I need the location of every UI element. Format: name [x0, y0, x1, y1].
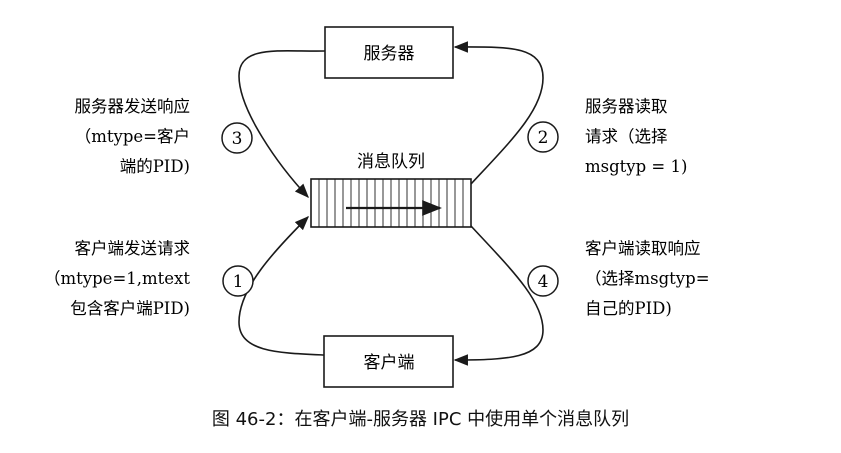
- step-1-line-1: 客户端发送请求: [75, 239, 191, 258]
- step-1: 1 客户端发送请求 （mtype=1,mtext 包含客户端PID): [44, 239, 254, 318]
- step-4-line-2: （选择msgtyp=: [585, 269, 710, 288]
- server-label: 服务器: [364, 44, 415, 64]
- step-2-line-1: 服务器读取: [585, 97, 668, 116]
- step-2-line-3: msgtyp = 1): [585, 157, 687, 176]
- step-2-line-2: 请求（选择: [585, 127, 668, 146]
- step-1-number: 1: [233, 272, 244, 292]
- flow-arrow-queue-to-client: [453, 225, 544, 366]
- client-label: 客户端: [364, 353, 415, 373]
- step-3: 3 服务器发送响应 （mtype=客户 端的PID): [75, 97, 253, 176]
- step-3-line-3: 端的PID): [120, 157, 190, 176]
- step-1-line-2: （mtype=1,mtext: [44, 269, 190, 288]
- flow-arrow-queue-to-server: [453, 41, 544, 185]
- flow-arrow-server-to-queue: [238, 50, 326, 199]
- step-3-number: 3: [232, 129, 243, 149]
- step-1-line-3: 包含客户端PID): [70, 299, 190, 318]
- client-box: 客户端: [323, 335, 454, 388]
- step-2: 2 服务器读取 请求（选择 msgtyp = 1): [527, 97, 687, 176]
- flow-arrow-client-to-queue: [238, 215, 325, 356]
- step-4-line-1: 客户端读取响应: [585, 239, 701, 258]
- server-box: 服务器: [324, 26, 454, 79]
- figure-caption: 图 46-2：在客户端-服务器 IPC 中使用单个消息队列: [211, 409, 630, 430]
- message-queue: 消息队列: [310, 152, 472, 228]
- step-4: 4 客户端读取响应 （选择msgtyp= 自己的PID): [527, 239, 710, 318]
- step-4-number: 4: [538, 272, 549, 292]
- queue-cells: [318, 179, 464, 227]
- step-3-line-1: 服务器发送响应: [75, 97, 191, 116]
- step-3-line-2: （mtype=客户: [75, 127, 190, 146]
- queue-label: 消息队列: [357, 152, 425, 172]
- step-4-line-3: 自己的PID): [585, 299, 672, 318]
- step-2-number: 2: [538, 128, 549, 148]
